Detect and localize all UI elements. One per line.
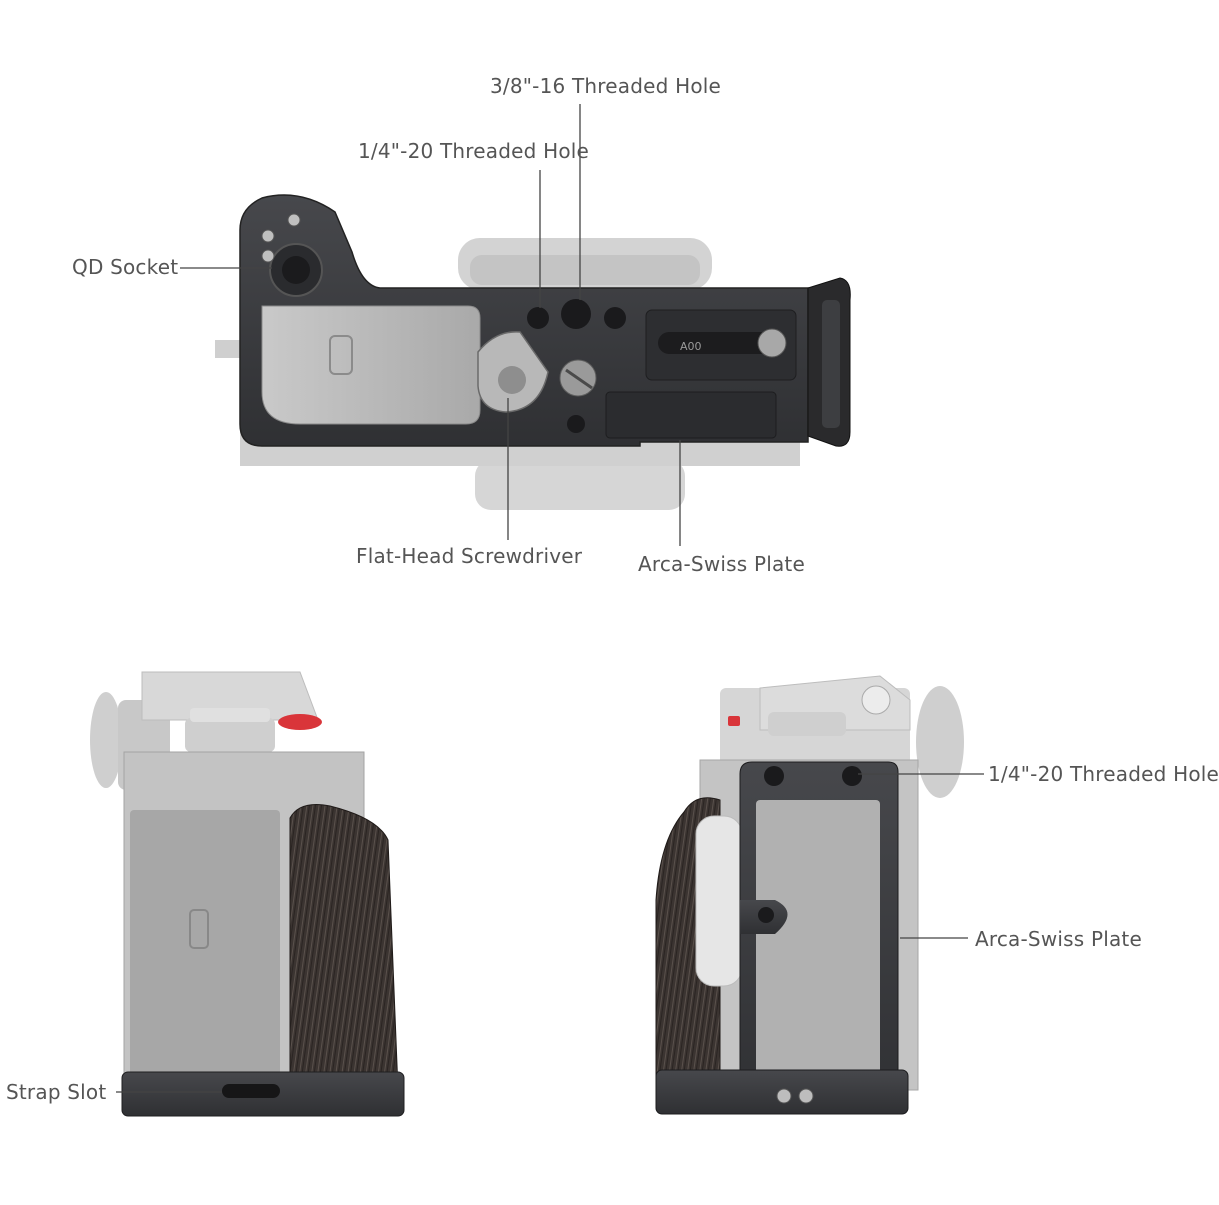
top-view-cage: A00 — [215, 194, 851, 510]
diopter-icon — [861, 685, 891, 715]
arca-slot — [658, 332, 774, 354]
arca-plate-edge — [605, 391, 777, 439]
bottom-screw-2-icon — [798, 1088, 814, 1104]
strap-lug-ghost — [215, 340, 245, 358]
battery-latch-icon — [329, 335, 353, 375]
wood-handle — [289, 804, 399, 1091]
label-flat-head-screwdriver: Flat-Head Screwdriver — [356, 544, 583, 568]
dial-right-ghost — [768, 712, 846, 736]
label-qd-socket: QD Socket — [72, 255, 179, 279]
screw-1-icon — [261, 229, 275, 243]
plate-tab-hole — [758, 907, 774, 923]
grip-ghost — [475, 460, 685, 510]
label-strap-slot: Strap Slot — [6, 1080, 107, 1104]
threaded-hole-3-8 — [561, 299, 591, 329]
right-side-view — [655, 675, 964, 1115]
label-1-4-threaded-hole-side: 1/4"-20 Threaded Hole — [988, 762, 1219, 786]
strap-slot — [222, 1084, 280, 1098]
eyecup-right-ghost — [916, 686, 964, 798]
eyecup-face — [822, 300, 840, 428]
dial-top-ghost — [190, 708, 270, 722]
side-leader-lines — [858, 773, 984, 939]
threaded-hole-small — [567, 415, 585, 433]
screwdriver-hole — [498, 366, 526, 394]
lens-mount-edge — [695, 815, 743, 987]
label-3-8-threaded-hole: 3/8"-16 Threaded Hole — [490, 74, 722, 98]
port-cover-icon — [189, 909, 209, 949]
plate-window — [756, 800, 880, 1080]
battery-door — [261, 305, 481, 425]
eyecup-ghost — [90, 692, 122, 788]
plate-marking: A00 — [680, 340, 702, 353]
label-arca-swiss-plate-side: Arca-Swiss Plate — [975, 927, 1142, 951]
red-accent-right — [728, 716, 740, 726]
bottom-screw-1-icon — [776, 1088, 792, 1104]
dial-ghost — [185, 718, 275, 752]
label-arca-swiss-plate-top: Arca-Swiss Plate — [638, 552, 805, 576]
threaded-hole-1-4-b — [604, 307, 626, 329]
plate-hole-1-4-a — [764, 766, 784, 786]
red-button — [278, 714, 322, 730]
rail-screw-icon — [757, 328, 787, 358]
qd-socket-hole — [282, 256, 310, 284]
top-leader-lines — [180, 104, 681, 546]
screw-3-icon — [261, 249, 275, 263]
mount-screw-slot — [565, 368, 593, 390]
leatherette-panel — [130, 810, 280, 1090]
label-1-4-threaded-hole-top: 1/4"-20 Threaded Hole — [358, 139, 590, 163]
left-side-view — [90, 671, 405, 1117]
plate-hole-1-4-b — [842, 766, 862, 786]
screw-2-icon — [287, 213, 301, 227]
lens-ring-ghost — [470, 255, 700, 285]
threaded-hole-1-4-a — [527, 307, 549, 329]
